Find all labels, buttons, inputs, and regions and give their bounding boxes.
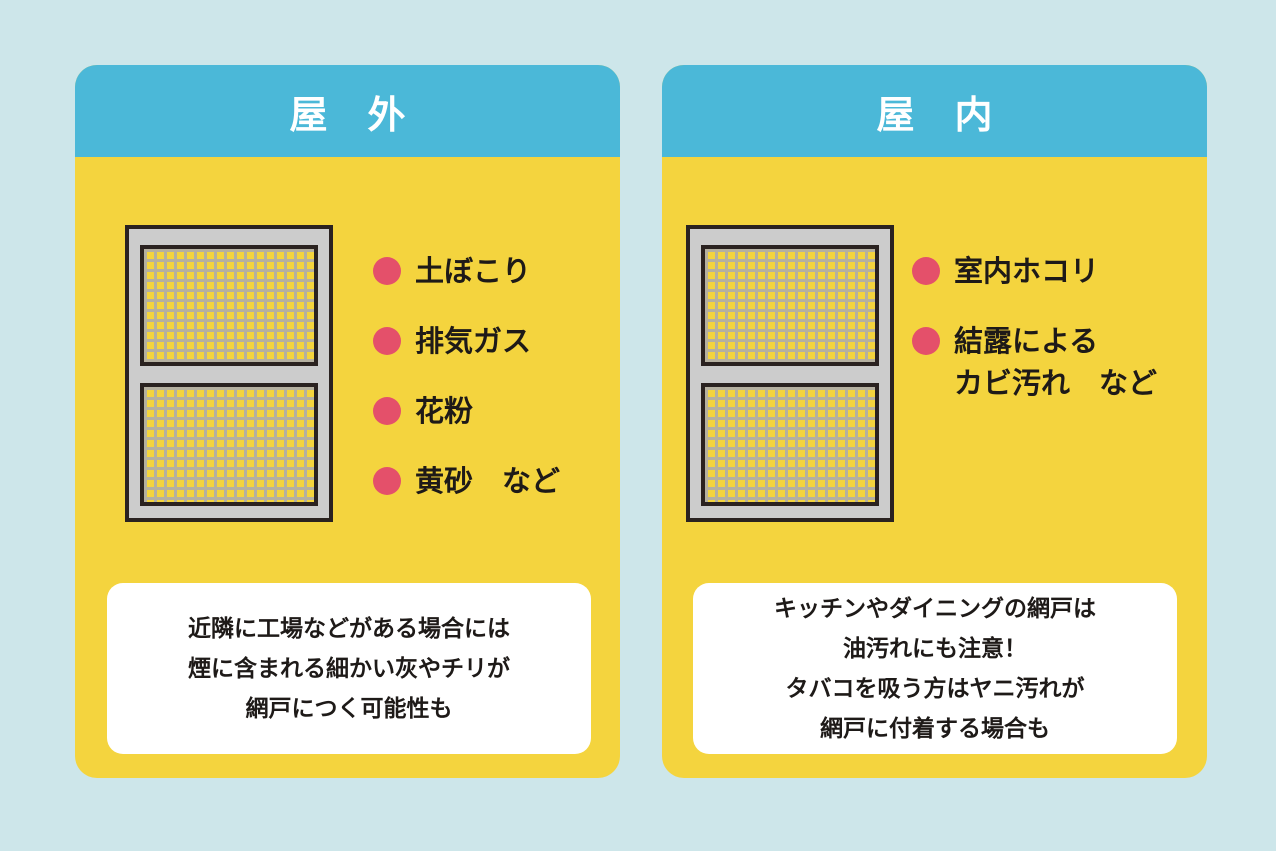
screen-mesh-pane [701,383,879,506]
list-item: 排気ガス [373,320,560,362]
screen-mesh-pane [701,245,879,366]
list-item: 黄砂 など [373,460,560,502]
note-line: 油汚れにも注意！ [843,635,1027,662]
outdoor-dirt-list: 土ぼこり 排気ガス 花粉 黄砂 など [373,250,560,530]
bullet-icon [912,257,940,285]
outdoor-note: 近隣に工場などがある場合には 煙に含まれる細かい灰やチリが 網戸につく可能性も [107,583,591,754]
indoor-card: 屋内 室内ホコリ 結露による カビ汚れ など キッチンやダイニングの網戸は 油汚… [662,65,1207,778]
note-line: 網戸に付着する場合も [820,715,1050,742]
outdoor-title: 屋外 [75,65,620,157]
screen-mesh-pane [140,383,318,506]
screen-window-illustration [686,225,894,522]
list-item: 結露による カビ汚れ など [912,320,1157,404]
note-line: 近隣に工場などがある場合には [188,615,510,642]
bullet-icon [912,327,940,355]
screen-window-illustration [125,225,333,522]
note-line: キッチンやダイニングの網戸は [774,595,1096,622]
indoor-note: キッチンやダイニングの網戸は 油汚れにも注意！ タバコを吸う方はヤニ汚れが 網戸… [693,583,1177,754]
outdoor-card: 屋外 土ぼこり 排気ガス 花粉 黄砂 など 近隣に工場などがある場合には 煙に含… [75,65,620,778]
bullet-icon [373,397,401,425]
note-line: タバコを吸う方はヤニ汚れが [785,675,1085,702]
bullet-icon [373,257,401,285]
screen-mesh-pane [140,245,318,366]
bullet-icon [373,467,401,495]
note-line: 網戸につく可能性も [245,695,453,722]
note-line: 煙に含まれる細かい灰やチリが [188,655,510,682]
list-item: 室内ホコリ [912,250,1157,292]
indoor-title: 屋内 [662,65,1207,157]
indoor-dirt-list: 室内ホコリ 結露による カビ汚れ など [912,250,1157,432]
list-item: 花粉 [373,390,560,432]
list-item: 土ぼこり [373,250,560,292]
bullet-icon [373,327,401,355]
